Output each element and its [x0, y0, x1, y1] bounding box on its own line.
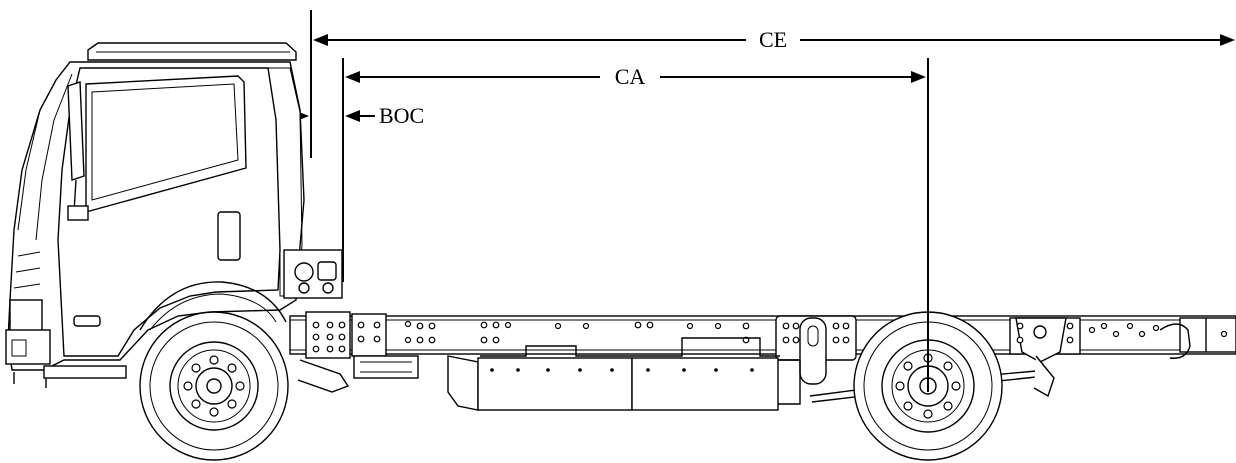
frame-bracket [447, 355, 479, 411]
cab-vent [217, 211, 241, 261]
front-wheel-arch [139, 281, 287, 331]
front-suspension [297, 359, 350, 393]
side-marker-light [73, 315, 101, 327]
fuel-tank [477, 357, 633, 411]
ce-arrow-left [313, 34, 328, 46]
ca-arrow-left [345, 71, 360, 83]
door-handle [67, 205, 89, 221]
rear-wheel [853, 300, 1003, 461]
ca-arrow-right [911, 71, 926, 83]
cab [5, 42, 350, 393]
rear-wiring [1159, 323, 1191, 359]
side-window [85, 75, 247, 213]
battery-box [631, 357, 779, 411]
boc-arrow-right [345, 110, 360, 122]
boc-label: BOC [379, 103, 424, 128]
step-box [353, 355, 419, 379]
ce-label: CE [759, 27, 787, 52]
cab-step [43, 365, 127, 379]
ca-label: CA [615, 64, 646, 89]
front-wheel [139, 311, 289, 461]
underbody-components [353, 337, 801, 411]
side-mirror [67, 81, 85, 181]
frame-rail [289, 315, 1236, 355]
rear-spring-shackle [1015, 317, 1067, 363]
ce-arrow-right [1220, 34, 1235, 46]
spring-hanger [799, 317, 827, 385]
frame-holes [312, 320, 1228, 353]
